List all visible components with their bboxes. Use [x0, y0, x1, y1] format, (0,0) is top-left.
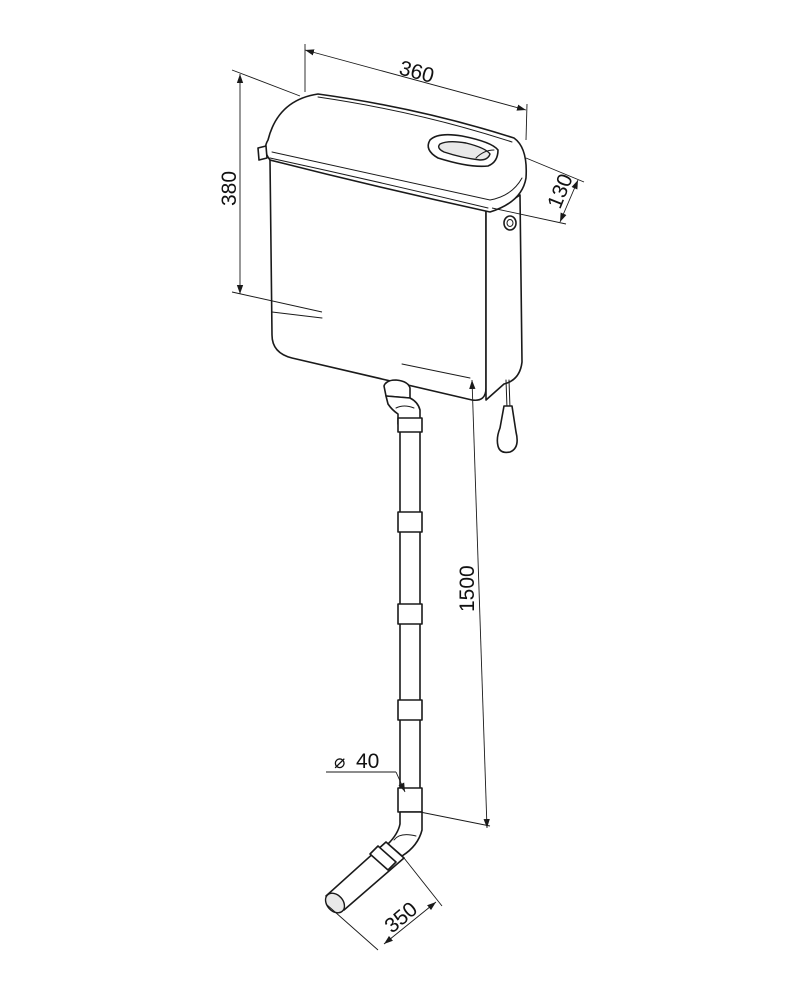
pipe-coupler — [397, 787, 423, 813]
dimension-diameter-label: 40 — [356, 750, 379, 773]
diameter-symbol: ⌀ — [334, 752, 345, 773]
dimension-diameter: ⌀ 40 — [326, 750, 406, 793]
dimension-height-label: 380 — [218, 171, 241, 206]
pull-chain-handle — [496, 379, 518, 454]
inlet-knob — [257, 145, 268, 161]
pipe-coupler — [397, 603, 423, 625]
dimension-outlet-offset-label: 350 — [380, 898, 422, 938]
pipe-coupler — [397, 699, 423, 721]
dimension-height: 380 — [218, 69, 323, 313]
cistern-tank — [257, 93, 528, 402]
dimension-pipe-length-label: 1500 — [456, 565, 479, 612]
dimension-pipe-length: 1500 — [419, 379, 491, 829]
flush-button — [427, 133, 499, 168]
pipe-coupler — [397, 417, 423, 433]
pipe-coupler — [397, 511, 423, 533]
flush-pipe — [324, 395, 423, 914]
side-inlet-fitting — [503, 215, 517, 231]
dimension-width-label: 360 — [397, 57, 437, 88]
outlet-socket — [369, 845, 397, 871]
tank-outlet — [383, 379, 411, 399]
